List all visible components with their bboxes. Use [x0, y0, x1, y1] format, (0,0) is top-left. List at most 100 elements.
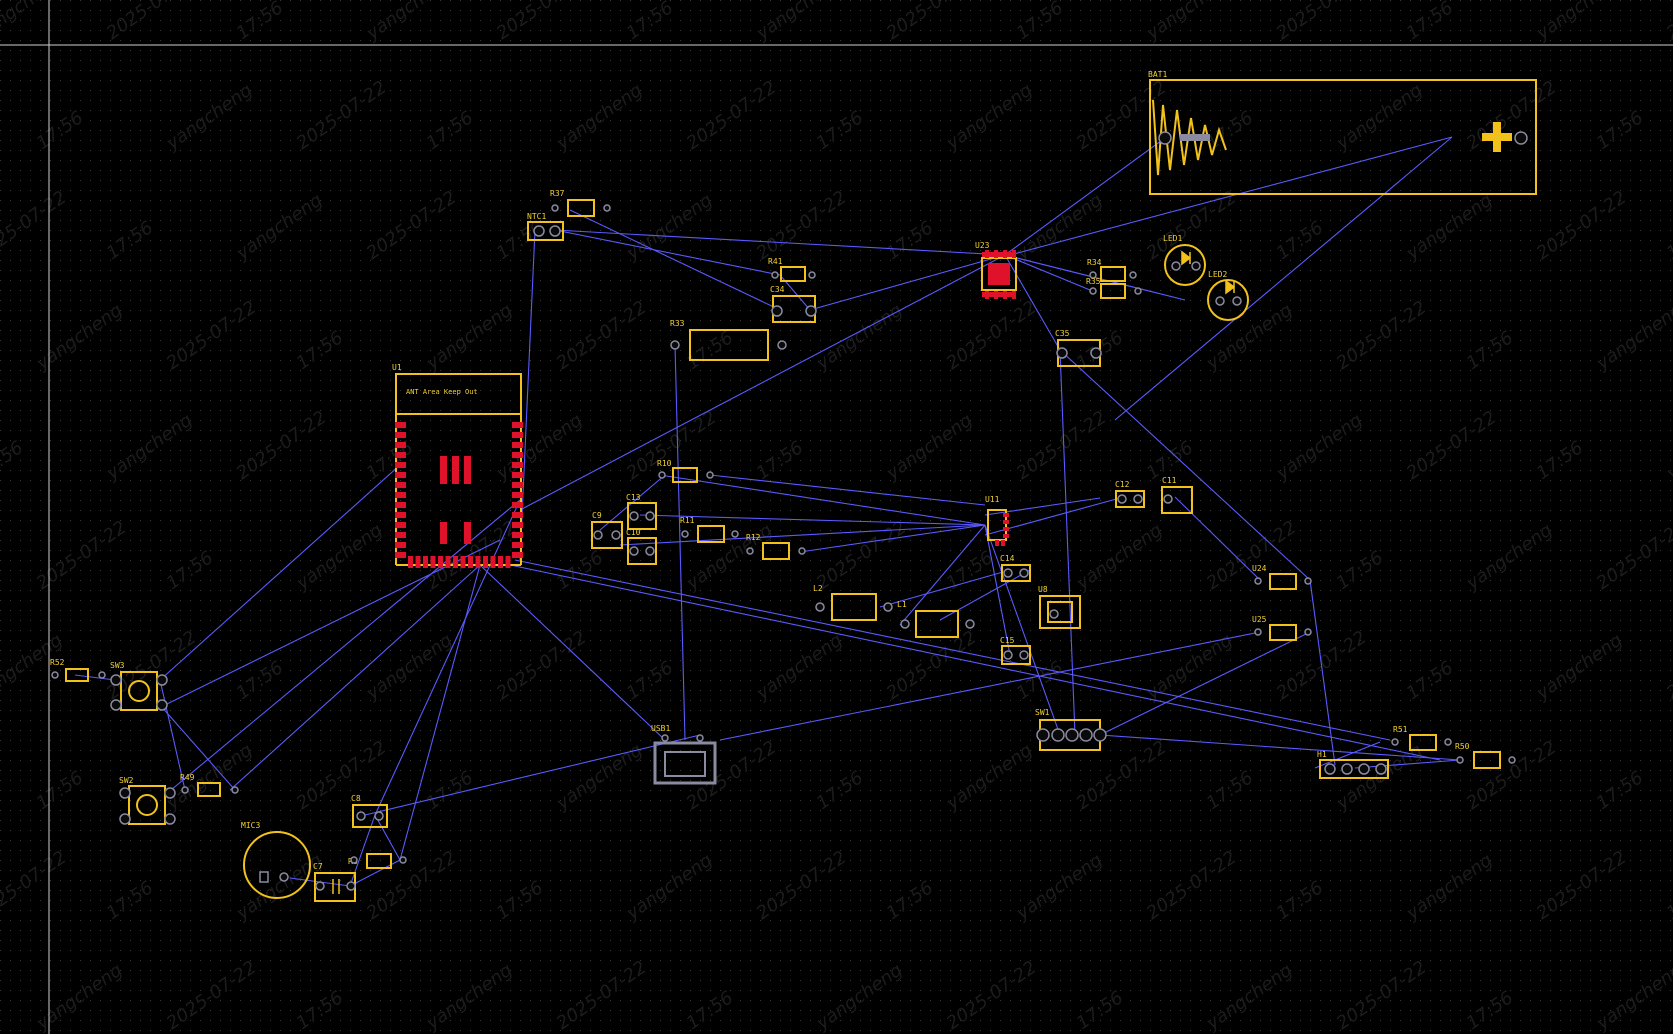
- component-led2[interactable]: LED2: [1207, 270, 1249, 321]
- u1-pad: [498, 556, 503, 568]
- component-c10[interactable]: C10: [626, 528, 657, 565]
- component-label: U8: [1038, 585, 1048, 594]
- component-c7[interactable]: C7: [313, 862, 356, 902]
- component-label: R37: [550, 189, 565, 198]
- u1-pad: [512, 502, 523, 508]
- component-label: SW1: [1035, 708, 1050, 717]
- component-sw1[interactable]: SW1: [1035, 708, 1107, 751]
- component-label: C15: [1000, 636, 1015, 645]
- component-ntc1[interactable]: NTC1: [527, 212, 564, 241]
- component-label: C14: [1000, 554, 1015, 563]
- component-c9[interactable]: C9: [591, 511, 623, 549]
- component-c11[interactable]: C11: [1161, 476, 1193, 514]
- component-label: U1: [392, 363, 402, 372]
- component-label: SW3: [110, 661, 125, 670]
- u1-pad: [490, 556, 496, 568]
- ratsnest-lines: [74, 136, 1461, 887]
- u1-pad: [395, 472, 406, 478]
- component-label: C13: [626, 493, 641, 502]
- u1-pad: [395, 492, 406, 498]
- component-c8[interactable]: C8: [351, 794, 388, 828]
- component-label: R34: [1087, 258, 1102, 267]
- u23-pad: [985, 250, 989, 258]
- component-label: L2: [813, 584, 823, 593]
- u11-pad: [1003, 527, 1009, 531]
- component-c34[interactable]: C34: [770, 285, 817, 323]
- u23-pad: [985, 291, 989, 299]
- component-u11[interactable]: U11: [985, 495, 1009, 546]
- component-label: R49: [180, 773, 195, 782]
- component-c14[interactable]: C14: [1000, 554, 1031, 582]
- component-usb1[interactable]: USB1: [651, 724, 717, 785]
- u1-pad: [512, 482, 523, 488]
- component-c15[interactable]: C15: [1000, 636, 1031, 665]
- component-c12[interactable]: C12: [1115, 480, 1145, 508]
- u1-pad: [483, 556, 488, 568]
- component-label: BAT1: [1148, 70, 1167, 79]
- component-u23[interactable]: U23: [975, 241, 1017, 299]
- antenna-keepout-label: ANT Area Keep Out: [406, 388, 478, 396]
- component-r8[interactable]: R8: [348, 853, 407, 869]
- component-r12[interactable]: R12: [746, 533, 806, 560]
- component-mic3[interactable]: MIC3: [241, 821, 311, 899]
- u1-pad: [512, 452, 523, 458]
- component-r52[interactable]: R52: [50, 658, 106, 682]
- component-u24[interactable]: U24: [1252, 564, 1312, 590]
- u1-pad: [395, 542, 406, 548]
- component-label: R51: [1393, 725, 1408, 734]
- u1-pad: [395, 452, 406, 458]
- u1-pad: [430, 556, 436, 568]
- component-h1[interactable]: H1: [1317, 750, 1389, 779]
- component-r49[interactable]: R49: [180, 773, 239, 797]
- u11-pad: [1003, 520, 1009, 524]
- u1-pad: [512, 472, 523, 478]
- u23-pad: [994, 291, 998, 299]
- component-r33[interactable]: R33: [670, 319, 787, 361]
- component-sw2[interactable]: SW2: [119, 776, 176, 825]
- component-r35[interactable]: R35: [1086, 277, 1142, 299]
- u1-pad: [395, 442, 406, 448]
- u23-pad: [1003, 291, 1007, 299]
- component-bat1[interactable]: BAT1: [1148, 70, 1537, 195]
- u1-pad: [505, 556, 511, 568]
- component-c13[interactable]: C13: [626, 493, 657, 530]
- u1-pad: [460, 556, 466, 568]
- component-label: C35: [1055, 329, 1070, 338]
- component-c35[interactable]: C35: [1055, 329, 1102, 367]
- component-r11[interactable]: R11: [680, 516, 739, 543]
- component-l1[interactable]: L1: [897, 600, 975, 638]
- component-r10[interactable]: R10: [657, 459, 714, 483]
- component-r51[interactable]: R51: [1391, 725, 1452, 751]
- component-r34[interactable]: R34: [1087, 258, 1137, 282]
- u1-pad: [512, 492, 523, 498]
- component-label: C8: [351, 794, 361, 803]
- component-label: U25: [1252, 615, 1267, 624]
- component-label: USB1: [651, 724, 670, 733]
- component-label: LED1: [1163, 234, 1182, 243]
- component-label: SW2: [119, 776, 134, 785]
- component-u25[interactable]: U25: [1252, 615, 1312, 641]
- component-sw3[interactable]: SW3: [110, 661, 168, 711]
- component-r50[interactable]: R50: [1455, 742, 1516, 769]
- component-u8[interactable]: U8: [1038, 585, 1081, 629]
- component-r41[interactable]: R41: [768, 257, 816, 282]
- component-label: NTC1: [527, 212, 546, 221]
- u1-pad: [438, 556, 443, 568]
- u1-pad: [395, 512, 406, 518]
- component-led1[interactable]: LED1: [1163, 234, 1206, 286]
- u1-pad: [512, 462, 523, 468]
- component-label: R41: [768, 257, 783, 266]
- component-label: H1: [1317, 750, 1327, 759]
- u1-pad: [423, 556, 428, 568]
- component-u1[interactable]: U1 ANT Area Keep Out: [392, 363, 523, 568]
- component-label: U24: [1252, 564, 1267, 573]
- component-label: R33: [670, 319, 685, 328]
- u23-pad: [994, 250, 998, 258]
- u1-pad: [445, 556, 451, 568]
- component-r37[interactable]: R37: [550, 189, 611, 217]
- u1-pad: [453, 556, 458, 568]
- component-l2[interactable]: L2: [813, 584, 893, 621]
- u1-pad: [395, 462, 406, 468]
